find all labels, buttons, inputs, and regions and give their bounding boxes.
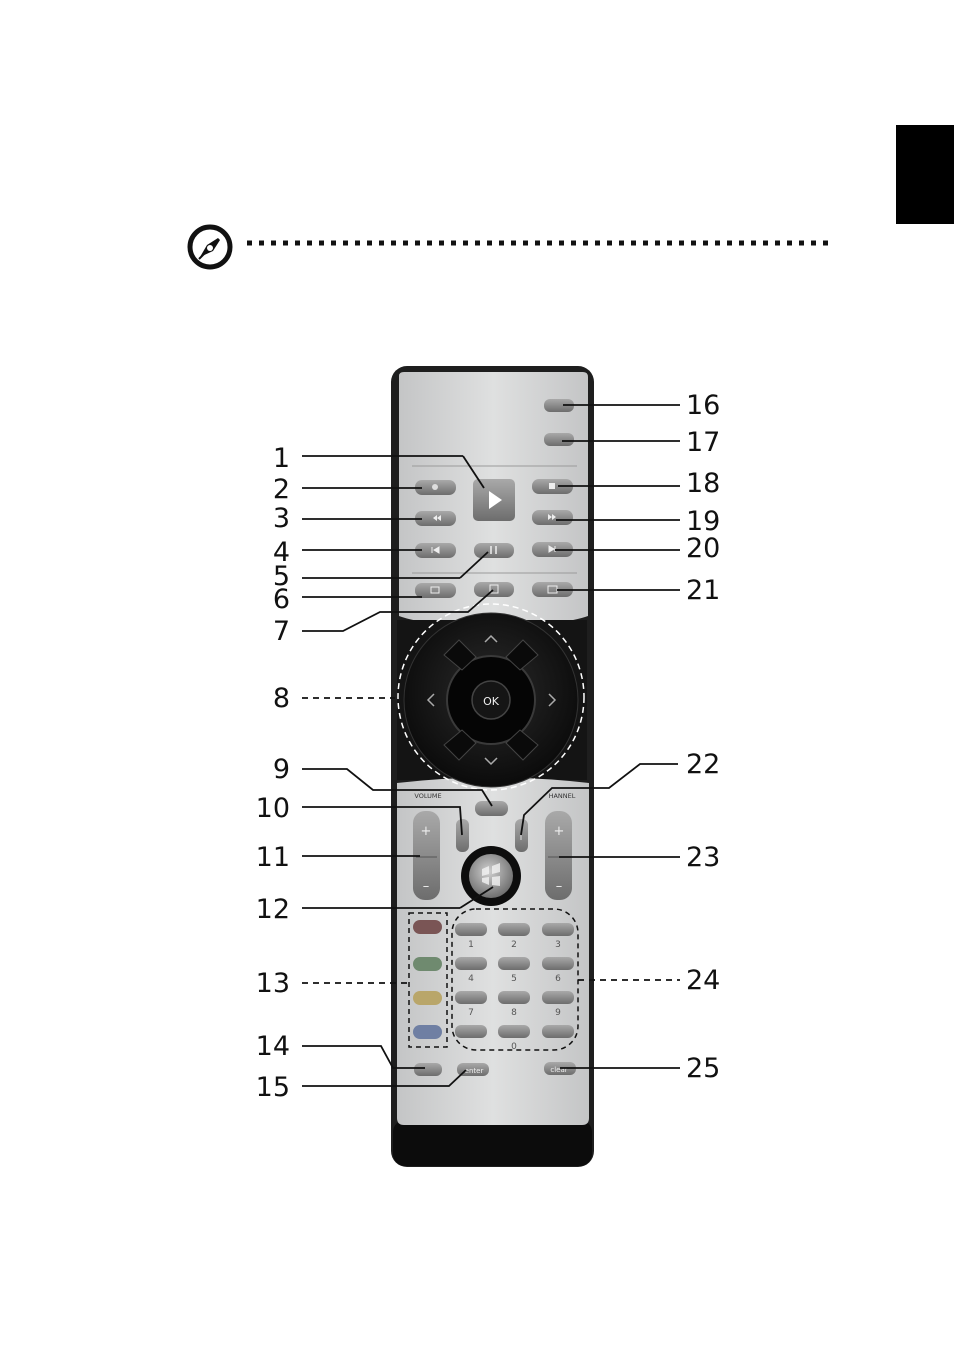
callout-10: 10	[230, 795, 290, 822]
callout-11: 11	[230, 844, 290, 871]
key-6-label: 6	[555, 974, 561, 984]
key-7-label: 7	[468, 1008, 474, 1018]
key-0-label: 0	[511, 1042, 517, 1052]
enter-label: enter	[465, 1067, 484, 1075]
channel-minus: –	[556, 879, 563, 894]
recorded-tv-button	[415, 583, 456, 598]
callout-19: 19	[686, 508, 720, 535]
callout-6: 6	[230, 586, 290, 613]
callout-24: 24	[686, 967, 720, 994]
callout-2: 2	[230, 476, 290, 503]
guide-button	[474, 582, 514, 597]
callout-13: 13	[230, 970, 290, 997]
callout-1: 1	[230, 445, 290, 472]
callout-25: 25	[686, 1055, 720, 1082]
callout-18: 18	[686, 470, 720, 497]
callout-16: 16	[686, 392, 720, 419]
key-5-label: 5	[511, 974, 517, 984]
mute-button	[456, 819, 469, 852]
callout-15: 15	[230, 1074, 290, 1101]
callout-17: 17	[686, 429, 720, 456]
callout-3: 3	[230, 505, 290, 532]
volume-label: VOLUME	[414, 792, 441, 800]
key-8-label: 8	[511, 1008, 517, 1018]
key-9-label: 9	[555, 1008, 561, 1018]
callout-12: 12	[230, 896, 290, 923]
channel-plus: +	[554, 824, 565, 839]
callout-8: 8	[230, 685, 290, 712]
key-4-label: 4	[468, 974, 474, 984]
callout-9: 9	[230, 756, 290, 783]
ok-label: OK	[483, 695, 500, 708]
channel-label: HANNEL	[549, 792, 576, 800]
remote-base	[393, 1120, 592, 1166]
pause-button	[474, 543, 514, 558]
callout-20: 20	[686, 535, 720, 562]
start-button	[469, 854, 513, 898]
key-2-label: 2	[511, 940, 517, 950]
callout-7: 7	[230, 618, 290, 645]
key-1-label: 1	[468, 940, 474, 950]
more-button	[544, 433, 574, 446]
back-button	[475, 801, 508, 816]
callout-21: 21	[686, 577, 720, 604]
teletext-button	[414, 1063, 442, 1076]
callout-22: 22	[686, 751, 720, 778]
callout-23: 23	[686, 844, 720, 871]
volume-plus: +	[421, 824, 432, 839]
key-3-label: 3	[555, 940, 561, 950]
volume-minus: –	[423, 879, 430, 894]
callout-14: 14	[230, 1033, 290, 1060]
